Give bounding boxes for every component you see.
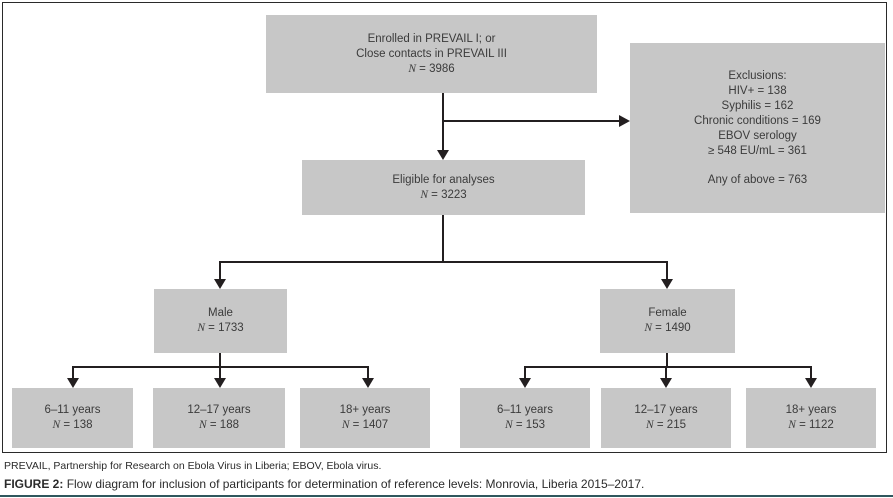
- node-male-18plus-label: 18+ years: [339, 404, 391, 416]
- node-exclusions-hiv: HIV+ = 138: [728, 84, 787, 97]
- node-female-18plus-label: 18+ years: [785, 404, 837, 416]
- node-male-12-17-label: 12–17 years: [187, 404, 251, 416]
- node-enrolled-n: N = 3986: [408, 62, 455, 75]
- figure-caption-text: Flow diagram for inclusion of participan…: [66, 477, 645, 491]
- node-female-6-11: 6–11 years N = 153: [460, 388, 590, 448]
- node-exclusions-syphilis: Syphilis = 162: [721, 99, 794, 112]
- node-male-18plus-n: N = 1407: [341, 419, 389, 431]
- node-eligible-label: Eligible for analyses: [392, 173, 495, 186]
- node-female: Female N = 1490: [600, 289, 735, 353]
- node-female-12-17: 12–17 years N = 215: [601, 388, 731, 448]
- node-exclusions-title: Exclusions:: [728, 69, 787, 82]
- node-exclusions: Exclusions: HIV+ = 138 Syphilis = 162 Ch…: [630, 43, 885, 213]
- node-female-18plus: 18+ years N = 1122: [746, 388, 876, 448]
- node-enrolled: Enrolled in PREVAIL I; or Close contacts…: [266, 15, 597, 93]
- node-exclusions-chronic: Chronic conditions = 169: [694, 114, 821, 127]
- diagram-frame: [2, 2, 887, 453]
- figure-caption: FIGURE 2: Flow diagram for inclusion of …: [4, 477, 644, 491]
- node-eligible: Eligible for analyses N = 3223: [302, 160, 585, 215]
- node-male-6-11-label: 6–11 years: [44, 404, 101, 416]
- node-female-label: Female: [648, 307, 687, 319]
- node-male-18plus: 18+ years N = 1407: [300, 388, 430, 448]
- bottom-rule: [0, 495, 893, 497]
- figure-caption-label: FIGURE 2:: [4, 477, 64, 491]
- node-exclusions-total: Any of above = 763: [707, 173, 808, 186]
- node-male-label: Male: [208, 307, 233, 319]
- node-exclusions-ebov: EBOV serology: [718, 129, 797, 142]
- node-female-6-11-label: 6–11 years: [496, 404, 554, 416]
- node-exclusions-serology: ≥ 548 EU/mL = 361: [708, 144, 807, 157]
- node-enrolled-line2: Close contacts in PREVAIL III: [356, 47, 507, 60]
- node-male-6-11-n: N = 138: [52, 419, 93, 431]
- node-female-n: N = 1490: [644, 322, 691, 334]
- node-enrolled-line1: Enrolled in PREVAIL I; or: [367, 32, 496, 45]
- node-female-6-11-n: N = 153: [505, 419, 545, 431]
- node-eligible-n: N = 3223: [420, 188, 467, 201]
- abbreviation-footnote: PREVAIL, Partnership for Research on Ebo…: [4, 460, 382, 472]
- node-male-12-17: 12–17 years N = 188: [153, 388, 285, 448]
- node-male: Male N = 1733: [154, 289, 287, 353]
- node-male-12-17-n: N = 188: [199, 419, 239, 431]
- node-female-12-17-n: N = 215: [646, 419, 686, 431]
- node-male-6-11: 6–11 years N = 138: [12, 388, 133, 448]
- node-male-n: N = 1733: [197, 322, 244, 334]
- node-female-12-17-label: 12–17 years: [634, 404, 698, 416]
- node-female-18plus-n: N = 1122: [788, 419, 834, 431]
